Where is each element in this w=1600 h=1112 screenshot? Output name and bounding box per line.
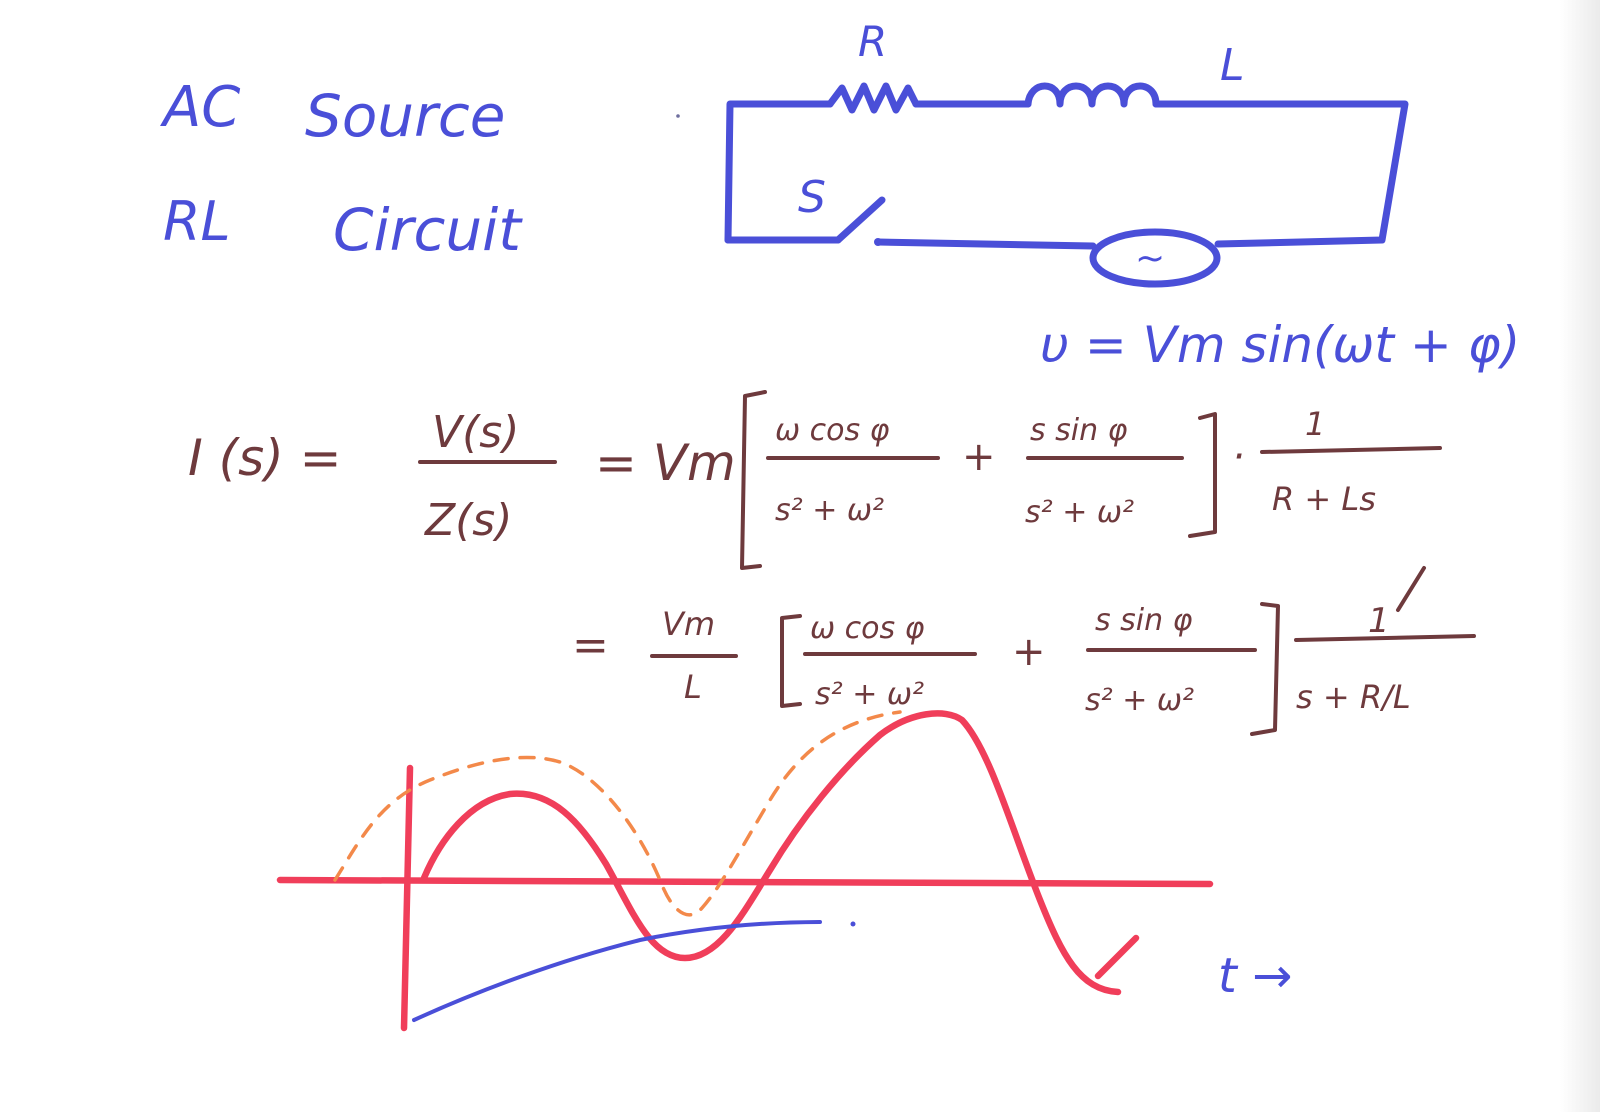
eq1-factor-den: R + Ls (1272, 480, 1376, 518)
ac-source-symbol (1089, 228, 1221, 288)
eq1-plus: + (962, 434, 996, 480)
eq1-dot: · (1232, 434, 1245, 480)
source-symbol-glyph: ~ (1135, 238, 1165, 279)
eq1-term2-den: s² + ω² (1025, 495, 1134, 530)
eq2-factor-bar (1294, 634, 1476, 642)
heading-ac: AC (160, 75, 240, 140)
eq2-bracket-right (1250, 602, 1280, 736)
eq2-term2-num: s sin φ (1095, 603, 1193, 638)
eq2-bracket-left (780, 614, 802, 708)
eq2-coef-den: L (684, 668, 702, 706)
eq1-term2-num: s sin φ (1030, 413, 1128, 448)
equation-line-2: = Vm L ω cos φ s² + ω² + s sin φ s² + ω²… (572, 566, 1476, 736)
eq2-factor-den: s + R/L (1296, 678, 1411, 716)
heading-rl: RL (163, 190, 231, 253)
transient-decay-curve (412, 920, 822, 1022)
eq1-frac-den: Z(s) (424, 495, 512, 546)
eq2-term2-den: s² + ω² (1085, 683, 1194, 718)
dashed-steady-state-curve (333, 710, 902, 917)
eq2-factor-num: 1 (1368, 601, 1390, 641)
graph-time-axis (276, 876, 1214, 888)
graph-vertical-axis (400, 764, 414, 1032)
current-waveform-graph: t → (276, 114, 1292, 1032)
eq2-plus: + (1012, 629, 1046, 675)
eq2-term1-num: ω cos φ (810, 611, 925, 646)
eq1-bracket-left (740, 390, 767, 570)
page-edge-shadow (1560, 0, 1600, 1112)
inductor-label: L (1220, 40, 1245, 91)
switch-contact (874, 238, 882, 246)
resistor-symbol (826, 82, 920, 114)
eq2-term1-den: s² + ω² (815, 677, 924, 712)
eq1-factor-bar (1260, 446, 1442, 454)
eq1-lhs: I (s) = (188, 429, 342, 487)
ink-speck (676, 114, 680, 118)
heading-circuit: Circuit (333, 196, 523, 264)
heading: AC Source RL Circuit (160, 75, 523, 264)
eq1-bracket-right (1188, 412, 1217, 538)
eq1-equals-vm: = Vm (595, 434, 736, 492)
time-axis-label: t → (1218, 948, 1292, 1004)
eq1-term1-den: s² + ω² (775, 493, 884, 528)
eq1-frac-num: V(s) (432, 407, 519, 458)
resistor-label: R (858, 17, 887, 66)
rl-circuit-diagram: R L S ~ υ = Vm sin(ωt + φ) (724, 17, 1520, 374)
circuit-wire-bottom (874, 238, 1097, 250)
switch-label: S (798, 172, 826, 223)
equation-line-1: I (s) = V(s) Z(s) = Vm ω cos φ s² + ω² +… (188, 390, 1442, 570)
ink-dot (850, 921, 856, 927)
total-current-curve (420, 710, 1140, 996)
circuit-wire-top-right (1152, 100, 1409, 248)
eq1-term1-num: ω cos φ (775, 413, 890, 448)
eq1-factor-num: 1 (1305, 405, 1325, 443)
inductor-symbol (1024, 82, 1160, 108)
check-mark (1396, 566, 1426, 612)
switch-blade (834, 196, 886, 244)
circuit-wire-top-left (724, 100, 834, 244)
source-equation: υ = Vm sin(ωt + φ) (1040, 316, 1520, 374)
eq2-coef-num: Vm (662, 605, 715, 643)
eq2-equals: = (572, 620, 609, 671)
heading-source: Source (305, 82, 505, 150)
